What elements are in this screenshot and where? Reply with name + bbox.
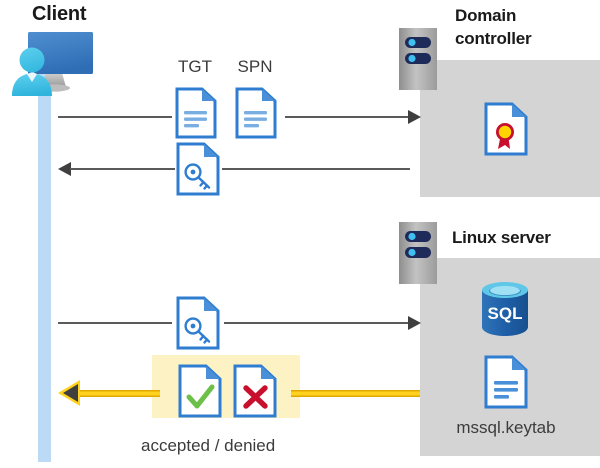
domain-controller-server-icon <box>399 28 437 90</box>
msg-auth-result-line-left <box>78 390 160 397</box>
domain-controller-label-line1: Domain <box>455 6 517 25</box>
svg-text:SQL: SQL <box>488 304 523 323</box>
sql-database-icon: SQL <box>479 281 531 337</box>
msg-tgt-spn-line-left <box>58 116 172 118</box>
spn-document-icon <box>235 87 277 139</box>
auth-result-highlight-box <box>152 355 300 418</box>
tgt-document-icon <box>175 87 217 139</box>
linux-server-label: Linux server <box>452 228 551 247</box>
domain-controller-label-line2: controller <box>455 29 532 48</box>
ticket-key-document-icon <box>176 142 220 196</box>
client-icon <box>6 26 98 100</box>
certificate-document-icon <box>484 102 528 156</box>
msg-tgt-spn-line-right <box>285 116 410 118</box>
msg-service-ticket-line-right <box>224 322 410 324</box>
accepted-document-icon <box>178 364 222 418</box>
msg-auth-result-arrowhead <box>63 384 78 402</box>
msg-tgt-spn-arrowhead <box>408 110 421 124</box>
accepted-denied-caption: accepted / denied <box>141 436 276 455</box>
msg-ticket-arrowhead <box>58 162 71 176</box>
keytab-document-icon <box>484 355 528 409</box>
msg-service-ticket-line-left <box>58 322 172 324</box>
tgt-label: TGT <box>178 57 212 76</box>
msg-ticket-line-left <box>70 168 175 170</box>
msg-ticket-line-right <box>222 168 410 170</box>
client-lifeline <box>38 70 51 462</box>
linux-server-server-icon <box>399 222 437 284</box>
client-label: Client <box>32 3 87 25</box>
msg-auth-result-line-right <box>291 390 420 397</box>
keytab-filename-label: mssql.keytab <box>456 418 556 437</box>
denied-document-icon <box>233 364 277 418</box>
service-ticket-key-document-icon <box>176 296 220 350</box>
spn-label: SPN <box>237 57 273 76</box>
msg-service-ticket-arrowhead <box>408 316 421 330</box>
